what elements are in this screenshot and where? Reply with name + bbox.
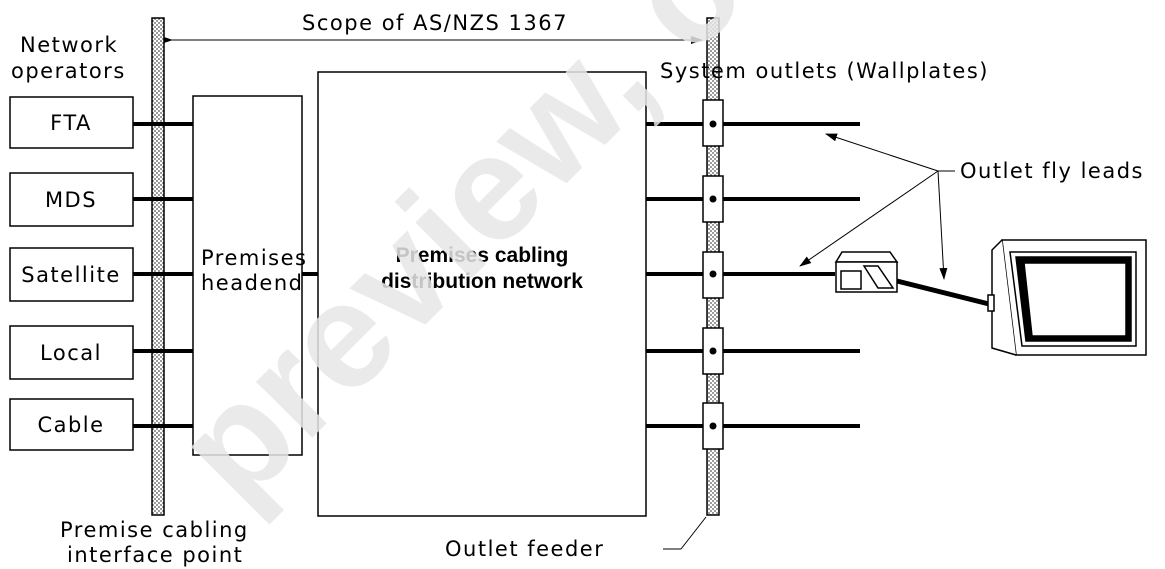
distribution-label-line2: distribution network xyxy=(381,270,583,293)
operator-feed-lines xyxy=(133,122,193,428)
wallplate-socket-2 xyxy=(709,195,717,203)
wallplate-socket-3 xyxy=(709,270,717,278)
distribution-label-line1: Premises cabling xyxy=(396,244,569,267)
outlet-feeder-callout xyxy=(663,516,707,550)
fly-lead-callouts xyxy=(799,133,955,280)
interface-point-label-line2: interface point xyxy=(67,543,243,567)
system-outlets-label: System outlets (Wallplates) xyxy=(660,59,989,83)
operator-label-satellite: Satellite xyxy=(21,263,121,287)
outlet-fly-lead-lines xyxy=(723,122,860,428)
outlet-feeder-label: Outlet feeder xyxy=(445,537,604,561)
wallplate-socket-1 xyxy=(709,120,717,128)
operator-label-fta: FTA xyxy=(50,111,92,135)
interface-point-label-line1: Premise cabling xyxy=(60,518,249,542)
distribution-network-box xyxy=(317,71,647,517)
operator-label-local: Local xyxy=(40,341,102,365)
set-top-box-icon xyxy=(834,251,899,293)
scope-label: Scope of AS/NZS 1367 xyxy=(302,11,568,35)
operator-boxes: FTA MDS Satellite Local Cable xyxy=(9,96,134,451)
operator-box-fta xyxy=(9,96,134,149)
operator-box-mds xyxy=(9,172,134,227)
network-operators-label-line1: Network xyxy=(20,33,118,57)
distribution-feed-lines xyxy=(646,122,703,428)
premises-headend-box xyxy=(192,95,303,456)
operator-label-mds: MDS xyxy=(45,188,97,212)
headend-label-line2: headend xyxy=(201,271,304,295)
operator-label-cable: Cable xyxy=(37,413,104,437)
television-icon xyxy=(987,239,1147,356)
tv-lead xyxy=(896,278,994,308)
operator-box-satellite xyxy=(9,247,134,302)
interface-point-bar xyxy=(151,17,165,516)
operator-box-local xyxy=(9,325,134,380)
headend-label-line1: Premises xyxy=(201,246,307,270)
outlet-fly-leads-label: Outlet fly leads xyxy=(960,159,1144,183)
wallplate-socket-4 xyxy=(709,347,717,355)
wallplates xyxy=(702,99,724,450)
wallplate-socket-5 xyxy=(709,422,717,430)
network-operators-label-line2: operators xyxy=(11,59,126,83)
